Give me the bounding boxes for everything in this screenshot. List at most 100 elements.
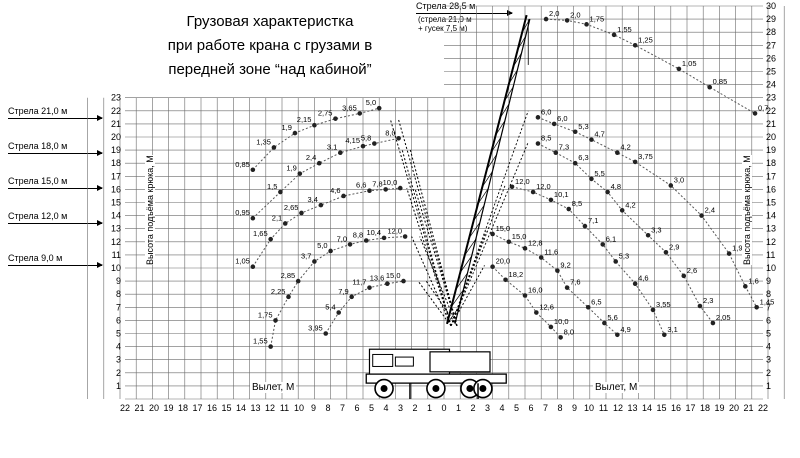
right-y-tick-label: 15 — [766, 198, 776, 208]
load-point — [697, 303, 703, 309]
x-tick-label: 2 — [412, 403, 417, 413]
load-value-label: 12,8 — [528, 238, 543, 247]
boom-lattice — [504, 86, 514, 102]
load-value-label: 0,7 — [758, 103, 768, 112]
x-tick-label: 9 — [572, 403, 577, 413]
load-value-label: 12,6 — [539, 303, 554, 312]
x-tick-label: 17 — [685, 403, 695, 413]
load-point — [611, 32, 617, 38]
load-point — [278, 189, 283, 195]
load-point — [396, 136, 401, 141]
left-y-tick-label: 11 — [112, 250, 121, 260]
load-value-label: 2,4 — [306, 153, 316, 162]
load-value-label: 4,6 — [330, 186, 340, 195]
x-tick-label: 10 — [584, 403, 594, 413]
load-point — [328, 248, 333, 254]
boom-ghost — [417, 280, 452, 327]
load-value-label: 8,0 — [385, 128, 395, 137]
x-tick-label: 12 — [613, 403, 623, 413]
right-y-tick-label: 11 — [766, 250, 775, 260]
load-value-label: 2,0 — [549, 9, 559, 18]
load-value-label: 4,2 — [620, 143, 630, 152]
wheel-hub — [432, 385, 440, 393]
load-value-label: 1,25 — [638, 35, 653, 44]
load-value-label: 10,4 — [366, 228, 381, 237]
right-y-tick-label: 10 — [766, 263, 776, 273]
load-point — [585, 305, 591, 310]
x-tick-label: 10 — [294, 403, 304, 413]
load-point — [376, 105, 382, 111]
load-point — [632, 281, 638, 287]
load-value-label: 5,8 — [361, 134, 371, 143]
boom-lattice — [464, 238, 477, 256]
x-tick-label: 19 — [714, 403, 724, 413]
left-y-tick-label: 21 — [111, 119, 121, 129]
right-y-tick-label: 26 — [766, 53, 776, 63]
load-point — [299, 210, 304, 216]
crane-body — [429, 351, 491, 373]
x-tick-label: 13 — [250, 403, 260, 413]
boom-lattice — [477, 188, 489, 205]
left-y-tick-label: 3 — [116, 355, 121, 365]
load-point — [381, 235, 387, 241]
load-point — [268, 236, 273, 242]
load-point — [754, 305, 759, 310]
boom-label-12: Стрела 12,0 м — [8, 211, 68, 221]
load-value-label: 10,1 — [554, 190, 569, 199]
load-point — [551, 121, 557, 127]
load-point — [589, 137, 594, 142]
load-value-label: 3,7 — [301, 251, 311, 260]
load-value-label: 3,3 — [651, 225, 661, 234]
load-point — [650, 307, 656, 313]
load-value-label: 7,3 — [559, 143, 569, 152]
load-point — [383, 187, 388, 192]
outreach-label-right: Вылет, М — [593, 382, 640, 393]
load-point — [273, 318, 278, 323]
boom-label-note: (стрела 21,0 м + гусек 7,5 м) — [418, 15, 472, 33]
left-y-tick-label: 8 — [116, 289, 121, 299]
load-point — [572, 129, 578, 135]
load-value-label: 2,75 — [318, 109, 333, 118]
load-point — [338, 150, 343, 156]
right-y-tick-label: 28 — [766, 27, 776, 37]
load-value-label: 6,1 — [606, 234, 616, 243]
load-point — [312, 259, 317, 264]
x-tick-label: 21 — [134, 403, 144, 413]
arrow-icon — [8, 115, 103, 121]
right-y-tick-label: 25 — [766, 67, 776, 77]
load-point — [367, 188, 372, 194]
load-point — [490, 231, 495, 237]
load-value-label: 1,45 — [760, 297, 775, 306]
right-y-tick-label: 7 — [766, 302, 771, 312]
load-value-label: 7,8 — [372, 179, 382, 188]
boom-ghost — [450, 142, 529, 327]
boom-lattice — [499, 103, 510, 119]
load-point — [347, 242, 353, 247]
load-value-label: 0,95 — [235, 208, 250, 217]
load-value-label: 1,9 — [282, 123, 292, 132]
boom-lattice — [486, 154, 497, 170]
right-y-tick-label: 6 — [766, 315, 771, 325]
load-point — [530, 189, 536, 195]
load-point — [250, 215, 256, 221]
load-curve-21-0 — [537, 116, 758, 308]
x-tick-label: 1 — [456, 403, 461, 413]
load-value-label: 3,95 — [308, 324, 323, 333]
load-value-label: 1,9 — [286, 164, 296, 173]
load-point — [297, 171, 303, 176]
load-point — [681, 273, 687, 279]
load-value-label: 6,0 — [557, 114, 567, 123]
load-value-label: 3,0 — [674, 175, 684, 184]
right-y-tick-label: 30 — [766, 1, 776, 11]
load-value-label: 16,0 — [528, 286, 543, 295]
load-value-label: 4,8 — [611, 182, 621, 191]
x-tick-label: 15 — [656, 403, 666, 413]
x-tick-label: 18 — [700, 403, 710, 413]
load-point — [363, 238, 369, 243]
load-point — [282, 221, 288, 226]
load-value-label: 12,0 — [536, 182, 551, 191]
load-point — [336, 310, 342, 315]
left-y-tick-label: 12 — [111, 237, 121, 247]
load-point — [397, 185, 403, 191]
arrow-icon — [416, 10, 513, 16]
